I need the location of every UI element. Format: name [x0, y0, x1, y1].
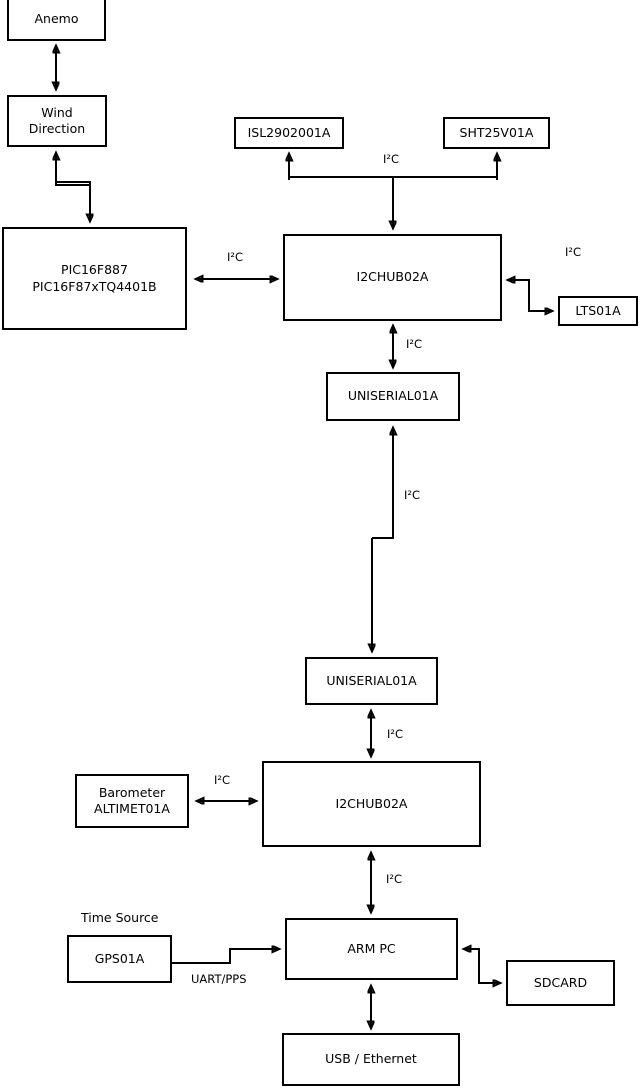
- edge-label-barometer-hub: I²C: [214, 773, 231, 787]
- node-gps01a-label: GPS01A: [94, 950, 145, 966]
- node-uniserial01a-top[interactable]: UNISERIAL01A: [326, 372, 460, 421]
- node-anemo-label: Anemo: [34, 11, 79, 27]
- node-sdcard[interactable]: SDCARD: [506, 960, 615, 1006]
- node-sht25v01a-label: SHT25V01A: [459, 124, 534, 140]
- node-lts01a[interactable]: LTS01A: [558, 296, 638, 326]
- wire-wind-to-pic: [56, 181, 90, 221]
- node-usb-ethernet-label: USB / Ethernet: [325, 1051, 417, 1067]
- label-time-source: Time Source: [81, 910, 159, 925]
- edge-label-hub-armpc: I²C: [386, 872, 403, 886]
- node-sdcard-label: SDCARD: [533, 974, 588, 990]
- node-pic-mcu-label: PIC16F887 PIC16F87xTQ4401B: [32, 262, 157, 294]
- edge-label-pic-hub: I²C: [227, 250, 244, 264]
- node-pic-mcu[interactable]: PIC16F887 PIC16F87xTQ4401B: [2, 227, 187, 330]
- node-isl2902001a[interactable]: ISL2902001A: [234, 117, 344, 149]
- node-lts01a-label: LTS01A: [575, 302, 621, 318]
- node-uniserial01a-bottom[interactable]: UNISERIAL01A: [305, 657, 438, 705]
- node-uniserial01a-bottom-label: UNISERIAL01A: [326, 672, 417, 688]
- wire-hub-to-lts: [528, 281, 552, 311]
- edge-label-hub-sensors: I²C: [383, 152, 400, 166]
- edge-label-gps-uart-pps: UART/PPS: [191, 972, 247, 986]
- node-i2chub02a-top-label: I2CHUB02A: [356, 269, 429, 285]
- node-barometer-altimet01a-label: Barometer ALTIMET01A: [94, 784, 170, 817]
- edge-label-hub-lts: I²C: [565, 245, 582, 259]
- wire-armpc-to-sdcard: [478, 950, 500, 983]
- node-isl2902001a-label: ISL2902001A: [247, 124, 331, 140]
- node-i2chub02a-top[interactable]: I2CHUB02A: [283, 234, 502, 321]
- node-uniserial01a-top-label: UNISERIAL01A: [347, 388, 439, 404]
- node-wind-direction[interactable]: Wind Direction: [7, 95, 107, 147]
- node-barometer-altimet01a[interactable]: Barometer ALTIMET01A: [75, 774, 189, 828]
- node-sht25v01a[interactable]: SHT25V01A: [443, 117, 550, 149]
- node-i2chub02a-bottom[interactable]: I2CHUB02A: [262, 761, 481, 847]
- wire-pic-to-wind: [56, 153, 90, 186]
- node-usb-ethernet[interactable]: USB / Ethernet: [282, 1033, 460, 1086]
- wire-gps-to-armpc: [172, 949, 279, 964]
- node-i2chub02a-bottom-label: I2CHUB02A: [335, 795, 408, 811]
- node-anemo[interactable]: Anemo: [7, 0, 106, 41]
- edge-label-uniserial-hub-bottom: I²C: [387, 727, 404, 741]
- node-arm-pc-label: ARM PC: [347, 940, 396, 956]
- edge-label-hub-uniserial: I²C: [406, 337, 423, 351]
- node-arm-pc[interactable]: ARM PC: [285, 918, 458, 980]
- node-wind-direction-label: Wind Direction: [28, 104, 86, 137]
- node-gps01a[interactable]: GPS01A: [67, 935, 172, 983]
- edge-label-uniserial-link: I²C: [404, 488, 421, 502]
